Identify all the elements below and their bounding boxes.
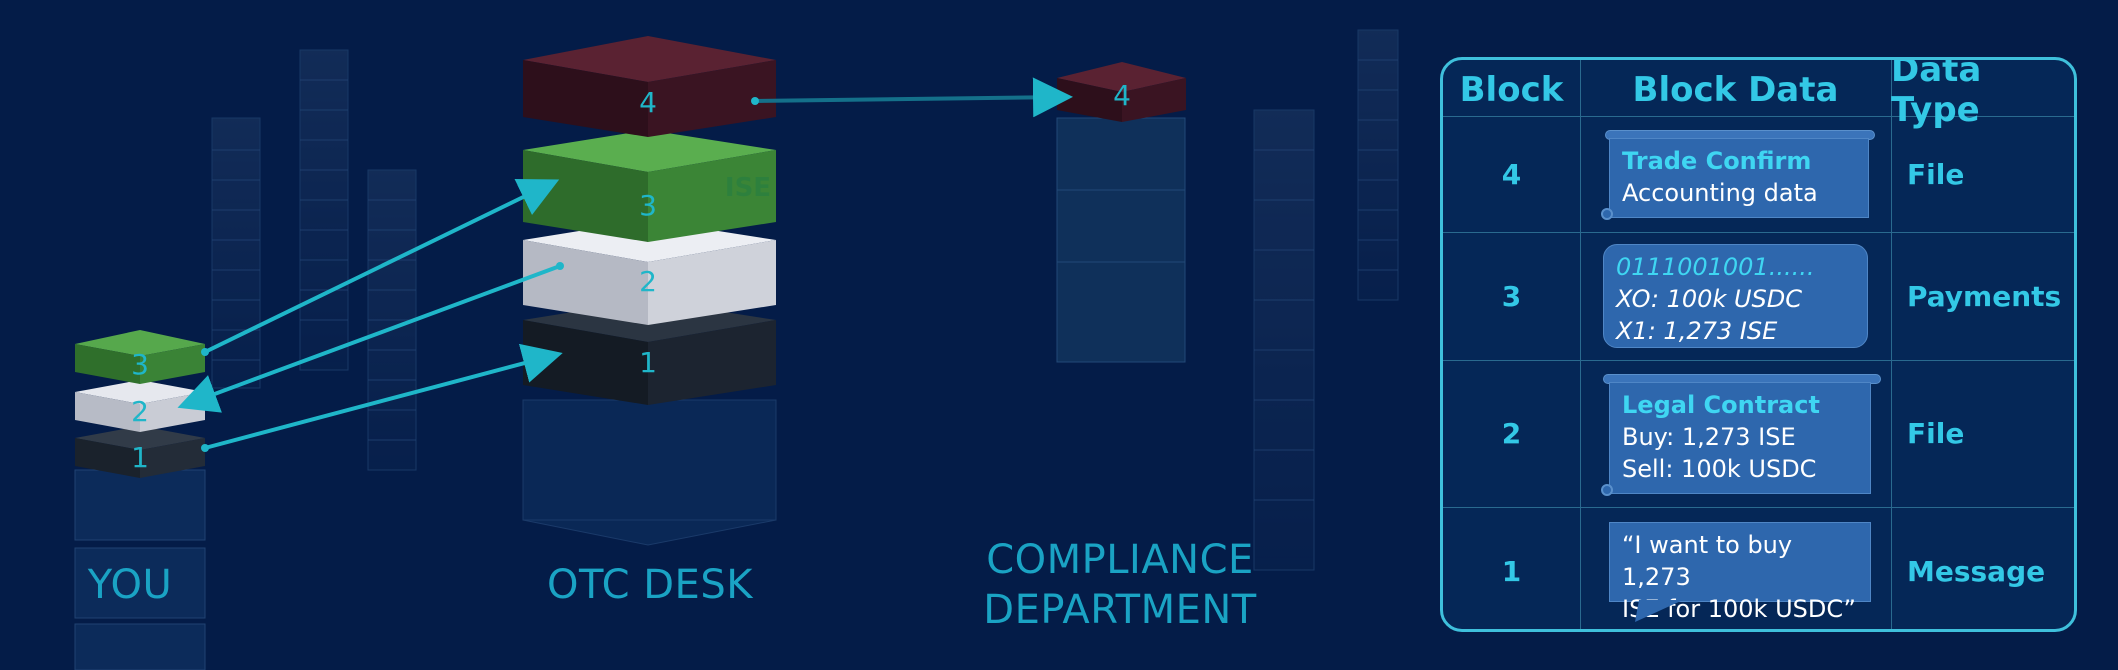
you-block-label-1: 1 bbox=[131, 441, 149, 474]
otc-stack: ISE 1 2 3 4 bbox=[522, 36, 777, 546]
compliance-block-4 bbox=[1057, 62, 1186, 122]
row3-data-type: Payments bbox=[1907, 279, 2062, 313]
row1-message-bubble: “I want to buy 1,273 ISE for 100k USDC” bbox=[1609, 522, 1871, 623]
arrow-you3-to-otc3 bbox=[204, 179, 560, 354]
row2-contract-card: Legal Contract Buy: 1,273 ISE Sell: 100k… bbox=[1609, 382, 1871, 494]
row3-card-line2: X1: 1,273 ISE bbox=[1616, 317, 1778, 345]
compliance-block-label-4: 4 bbox=[1113, 79, 1131, 112]
otc-block-4 bbox=[523, 36, 776, 137]
you-block-label-2: 2 bbox=[131, 395, 149, 428]
arrow-you3-dot bbox=[201, 348, 209, 356]
otc-block-label-1: 1 bbox=[639, 346, 657, 379]
row4-card-line1: Accounting data bbox=[1622, 179, 1818, 207]
header-data-type: Data Type bbox=[1891, 57, 1982, 130]
otc-block-label-4: 4 bbox=[639, 86, 657, 119]
row1-block-number: 1 bbox=[1501, 554, 1522, 588]
otc-block-3 bbox=[523, 130, 776, 242]
row4-card-title: Trade Confirm bbox=[1622, 147, 1812, 175]
row1-bubble-tail bbox=[1635, 600, 1683, 622]
row4-scroll-curl bbox=[1601, 208, 1613, 220]
otc-desk-label: OTC DESK bbox=[547, 562, 753, 608]
otc-block-label-2: 2 bbox=[639, 265, 657, 298]
row1-bubble-line1: “I want to buy 1,273 bbox=[1622, 531, 1793, 591]
header-block: Block bbox=[1459, 70, 1564, 110]
otc-block3-watermark: ISE bbox=[725, 173, 771, 203]
you-label: YOU bbox=[87, 562, 173, 608]
row4-data-type: File bbox=[1907, 157, 1965, 191]
arrow-otc2-dot bbox=[556, 262, 564, 270]
compliance-label-line1: COMPLIANCE bbox=[986, 537, 1254, 583]
row2-data-type: File bbox=[1907, 417, 1965, 450]
transfer-arrows bbox=[177, 77, 1073, 452]
you-stack: 1 2 3 bbox=[74, 330, 206, 670]
otc-ghost-blocks bbox=[522, 399, 777, 546]
otc-block-label-3: 3 bbox=[639, 189, 657, 222]
block-data-table: Block Block Data Data Type 4 Trade Confi… bbox=[1440, 57, 2077, 632]
compliance-label-line2: DEPARTMENT bbox=[983, 587, 1257, 633]
row3-card-binary: 0111001001...... bbox=[1616, 253, 1815, 281]
row4-file-card: Trade Confirm Accounting data bbox=[1609, 138, 1869, 218]
row1-data-type: Message bbox=[1907, 554, 2046, 588]
row3-block-number: 3 bbox=[1501, 279, 1522, 313]
you-ghost-blocks bbox=[74, 469, 206, 670]
row2-block-number: 2 bbox=[1501, 417, 1522, 450]
compliance-label: COMPLIANCE DEPARTMENT bbox=[960, 535, 1280, 635]
header-block-data: Block Data bbox=[1632, 70, 1839, 110]
compliance-stack: 4 bbox=[1056, 62, 1186, 363]
row3-payment-card: 0111001001...... XO: 100k USDC X1: 1,273… bbox=[1603, 244, 1868, 348]
row2-card-title: Legal Contract bbox=[1622, 391, 1820, 419]
background-towers bbox=[211, 29, 1399, 571]
compliance-ghost-blocks bbox=[1056, 117, 1186, 363]
you-block-3 bbox=[75, 330, 205, 384]
you-block-1 bbox=[75, 426, 205, 478]
arrow-otc4-dot bbox=[751, 97, 759, 105]
row3-card-line1: XO: 100k USDC bbox=[1616, 285, 1803, 313]
arrow-otc4-to-compliance4 bbox=[754, 77, 1073, 118]
row2-card-line1: Buy: 1,273 ISE bbox=[1622, 423, 1796, 451]
arrow-you1-to-otc1 bbox=[204, 343, 563, 450]
row2-scroll-curl bbox=[1601, 484, 1613, 496]
row4-block-number: 4 bbox=[1501, 157, 1522, 191]
arrow-otc2-to-you2 bbox=[177, 264, 561, 413]
arrow-you1-dot bbox=[201, 444, 209, 452]
row2-card-line2: Sell: 100k USDC bbox=[1622, 455, 1817, 483]
you-block-label-3: 3 bbox=[131, 348, 149, 381]
